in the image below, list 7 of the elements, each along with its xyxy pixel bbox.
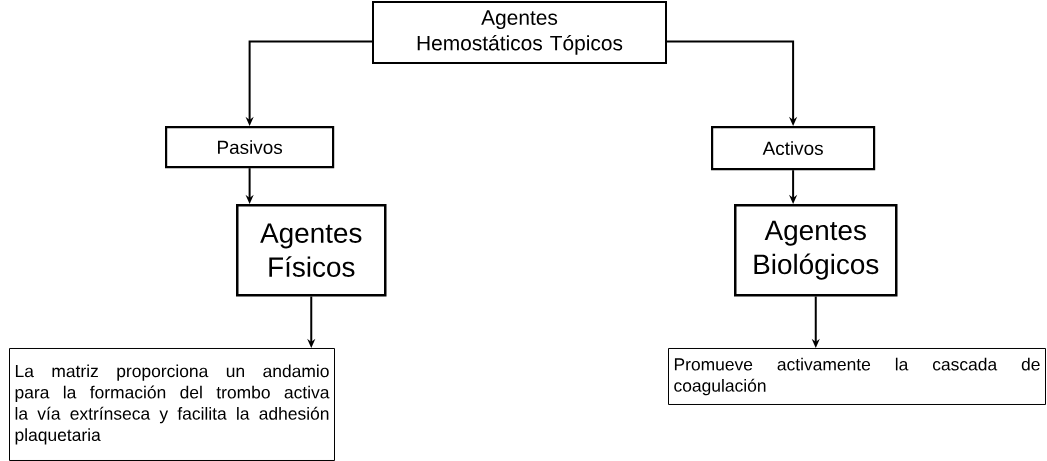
agent-box: Agentes Biológicos xyxy=(734,204,898,297)
description-box: Promueve activamente la cascada de coagulación xyxy=(668,348,1046,405)
description-box: La matriz proporciona un andamio para la formación del trombo activa la vía extrínseca y facilita la adhesión plaquetaria xyxy=(9,348,335,461)
category-box: Pasivos xyxy=(165,126,335,169)
agent-box: Agentes Físicos xyxy=(236,204,387,297)
category-box: Activos xyxy=(711,126,876,171)
title-box: Agentes Hemostáticos Tópicos xyxy=(372,1,667,64)
